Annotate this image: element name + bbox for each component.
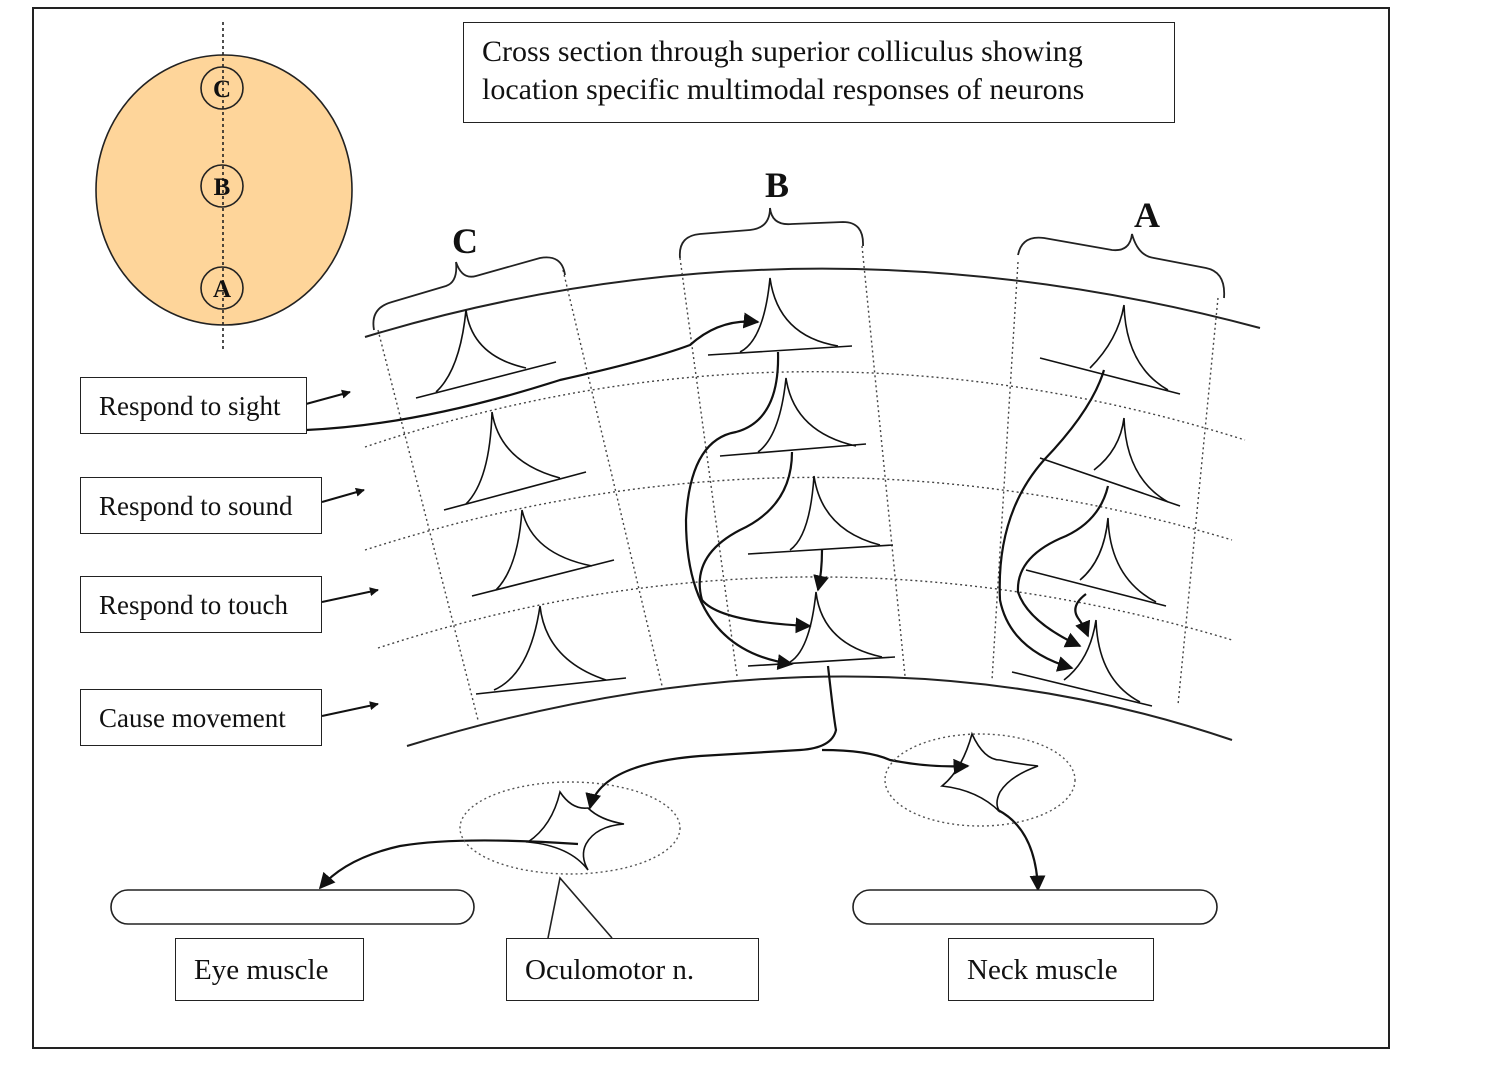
a-sight-to-movement — [998, 369, 1106, 672]
sight-input-path — [305, 312, 760, 432]
arrow-movement — [321, 701, 379, 717]
col-b-left — [679, 257, 738, 677]
neuron-b-touch — [747, 475, 894, 555]
label-oculomotor-nucleus: Oculomotor n. — [506, 938, 759, 1001]
eye-muscle-shape — [110, 889, 475, 925]
motor-output-trunk — [585, 665, 838, 810]
oculomotor-neuron — [525, 790, 625, 871]
b-sound-to-movement — [698, 451, 812, 634]
arrow-touch — [321, 587, 379, 603]
inset-marker-b — [200, 164, 244, 208]
oculomotor-callout — [547, 876, 613, 939]
brace-c — [372, 256, 566, 331]
layer-pointer-arrows — [305, 389, 379, 717]
column-label-c: C — [452, 221, 478, 261]
oculomotor-to-eye — [318, 839, 579, 890]
brace-a — [1017, 233, 1226, 299]
title-line-1: Cross section through superior colliculu… — [482, 35, 1083, 68]
neuron-a-sight — [1039, 304, 1181, 395]
surface-boundary — [364, 267, 1261, 338]
title-line-2: location specific multimodal responses o… — [482, 73, 1085, 106]
neuron-c-sound — [443, 411, 587, 511]
neuron-b-sound — [719, 377, 867, 457]
neurons — [415, 277, 1181, 707]
inset-marker-a — [200, 266, 244, 310]
b-touch-to-movement — [813, 549, 829, 592]
inset-label-b: B — [214, 174, 231, 201]
neuron-c-sight — [415, 309, 557, 399]
column-label-a: A — [1134, 195, 1160, 235]
col-c-right — [562, 269, 664, 691]
inset-marker-c — [200, 66, 244, 110]
oculomotor-nucleus — [459, 781, 681, 875]
column-boundaries — [377, 245, 1219, 721]
layer-line-1 — [364, 371, 1246, 448]
deep-boundary — [406, 675, 1233, 747]
brace-b — [678, 207, 864, 259]
neuron-b-movement — [747, 591, 896, 667]
neck-motor-nucleus — [884, 733, 1076, 827]
label-respond-to-sight: Respond to sight — [80, 377, 307, 434]
column-label-b: B — [765, 165, 790, 205]
label-respond-to-sound: Respond to sound — [80, 477, 322, 534]
motor-nuclei — [459, 731, 1076, 875]
a-sound-to-movement — [1016, 485, 1110, 648]
a-touch-to-movement — [1074, 593, 1091, 638]
layer-line-3 — [377, 576, 1233, 649]
column-braces — [372, 207, 1226, 331]
neck-branch — [821, 748, 970, 775]
connections — [305, 312, 1110, 892]
neuron-a-sound — [1039, 417, 1181, 507]
title-box: Cross section through superior colliculu… — [463, 22, 1175, 123]
neuron-a-touch — [1025, 517, 1167, 607]
colliculus-inset: C B A — [95, 22, 353, 350]
label-respond-to-touch: Respond to touch — [80, 576, 322, 633]
inset-label-c: C — [213, 76, 231, 103]
neuron-c-movement — [475, 605, 627, 695]
neuron-a-movement — [1011, 619, 1153, 707]
layer-line-2 — [364, 476, 1233, 551]
col-c-left — [377, 329, 479, 721]
colliculus-ellipse — [95, 54, 353, 326]
neck-muscle-shape — [852, 889, 1218, 925]
neuron-c-touch — [471, 509, 615, 597]
neuron-b-sight — [707, 277, 853, 356]
neck-to-muscle — [997, 809, 1046, 892]
col-b-right — [861, 245, 906, 677]
label-neck-muscle: Neck muscle — [948, 938, 1154, 1001]
b-sight-to-movement — [684, 351, 794, 671]
label-eye-muscle: Eye muscle — [175, 938, 364, 1001]
arrow-sight — [305, 389, 351, 405]
arrow-sound — [321, 487, 365, 503]
neck-motor-neuron — [939, 731, 1039, 813]
inset-label-a: A — [213, 276, 231, 303]
label-cause-movement: Cause movement — [80, 689, 322, 746]
col-a-right — [1177, 297, 1219, 706]
layer-boundaries — [364, 371, 1246, 649]
diagram-frame — [32, 7, 1390, 1049]
